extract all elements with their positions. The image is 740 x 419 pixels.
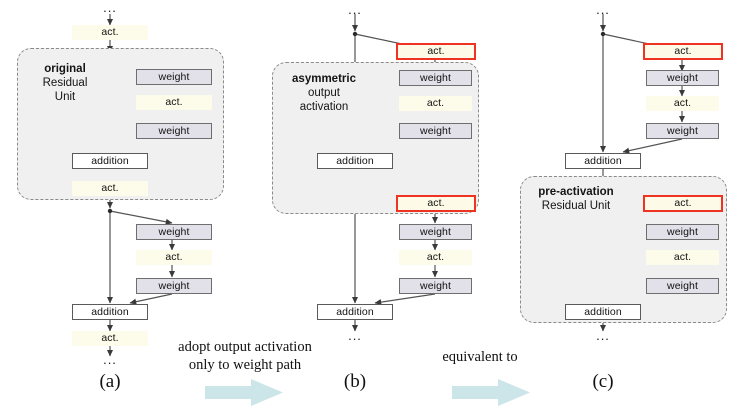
panel-a-weight-2: weight: [136, 123, 212, 139]
panel-a-act-mid-1: act.: [136, 95, 212, 110]
group-label-c-rest: Residual Unit: [541, 200, 611, 212]
panel-b-weight-2: weight: [399, 123, 472, 139]
panel-a-weight-1: weight: [136, 69, 212, 85]
panel-b-bottom-ellipsis: ...: [348, 328, 362, 343]
panel-a-act-out-1: act.: [72, 181, 148, 196]
panel-c-act-mid-2: act.: [646, 250, 719, 265]
panel-a-addition-1: addition: [72, 153, 148, 169]
panel-b-act-branch-2: act.: [396, 195, 476, 212]
panel-c-addition-1: addition: [565, 153, 641, 169]
transition-label-b-to-c: equivalent to: [442, 349, 518, 365]
group-label-b-bold: asymmetric: [292, 73, 356, 85]
transition-arrow-a-to-b: [205, 379, 283, 406]
group-label-a-bold: original: [44, 63, 86, 75]
panel-b-addition-1: addition: [317, 153, 393, 169]
group-label-a-rest: Residual Unit: [42, 77, 88, 103]
panel-caption-c: (c): [592, 371, 614, 392]
panel-a-act-mid-2: act.: [136, 250, 212, 265]
panel-b-act-branch-1: act.: [396, 43, 476, 60]
panel-a-weight-3: weight: [136, 224, 212, 240]
panel-a-top-ellipsis: ...: [103, 0, 117, 15]
panel-c-weight-2: weight: [646, 123, 719, 139]
panel-b-weight-4: weight: [399, 278, 472, 294]
panel-b-act-mid-1: act.: [399, 96, 472, 111]
panel-b-top-ellipsis: ...: [348, 2, 362, 17]
panel-b-act-mid-2: act.: [399, 250, 472, 265]
group-label-b: asymmetric output activation: [274, 72, 374, 114]
panel-c-act-branch-2: act.: [643, 195, 723, 212]
panel-a-weight-4: weight: [136, 278, 212, 294]
transition-label-a-to-b: adopt output activation only to weight p…: [178, 339, 312, 373]
panel-b-weight-1: weight: [399, 70, 472, 86]
panel-c-weight-1: weight: [646, 70, 719, 86]
panel-c-bottom-ellipsis: ...: [596, 328, 610, 343]
panel-a-bottom-ellipsis: ...: [103, 352, 117, 367]
panel-c-top-ellipsis: ...: [596, 2, 610, 17]
panel-a-addition-2: addition: [72, 304, 148, 320]
panel-c-act-branch-1: act.: [643, 43, 723, 60]
panel-caption-a: (a): [99, 371, 121, 392]
panel-c-weight-4: weight: [646, 278, 719, 294]
panel-c-act-mid-1: act.: [646, 96, 719, 111]
group-label-b-rest: output activation: [299, 87, 349, 113]
panel-caption-b: (b): [343, 371, 367, 392]
panel-b-addition-2: addition: [317, 304, 393, 320]
transition-arrow-b-to-c: [452, 379, 530, 406]
group-label-c-bold: pre-activation: [538, 186, 614, 198]
panel-a-act-out-2: act.: [72, 331, 148, 346]
panel-a-act-entry: act.: [72, 25, 148, 40]
panel-c-addition-2: addition: [565, 304, 641, 320]
panel-b-weight-3: weight: [399, 224, 472, 240]
panel-c-weight-3: weight: [646, 224, 719, 240]
